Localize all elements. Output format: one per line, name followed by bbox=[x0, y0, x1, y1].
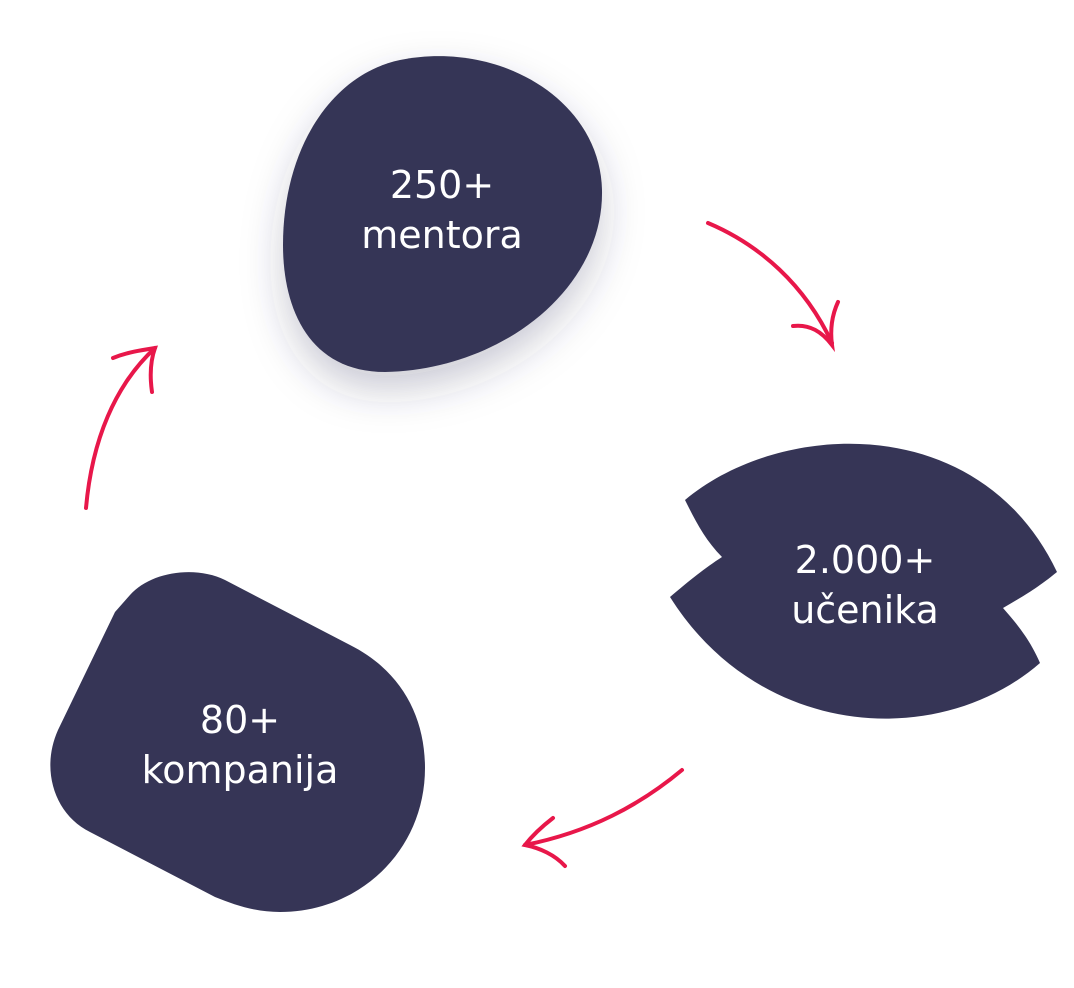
stat-label: kompanija bbox=[141, 748, 339, 792]
stat-value: 80+ bbox=[199, 698, 281, 742]
stat-students: 2.000+ učenika bbox=[715, 535, 1015, 635]
arrow-down-left bbox=[521, 768, 684, 868]
stat-companies: 80+ kompanija bbox=[90, 695, 390, 795]
stat-label: učenika bbox=[791, 588, 939, 632]
stat-mentors: 250+ mentora bbox=[292, 160, 592, 260]
mentors-blob bbox=[283, 56, 603, 373]
arrow-up bbox=[84, 345, 159, 510]
stat-value: 250+ bbox=[389, 163, 495, 207]
arrow-right-down bbox=[706, 221, 840, 353]
stat-value: 2.000+ bbox=[794, 538, 936, 582]
students-leaf bbox=[670, 443, 1057, 719]
stat-label: mentora bbox=[361, 213, 523, 257]
companies-shape bbox=[50, 572, 426, 912]
